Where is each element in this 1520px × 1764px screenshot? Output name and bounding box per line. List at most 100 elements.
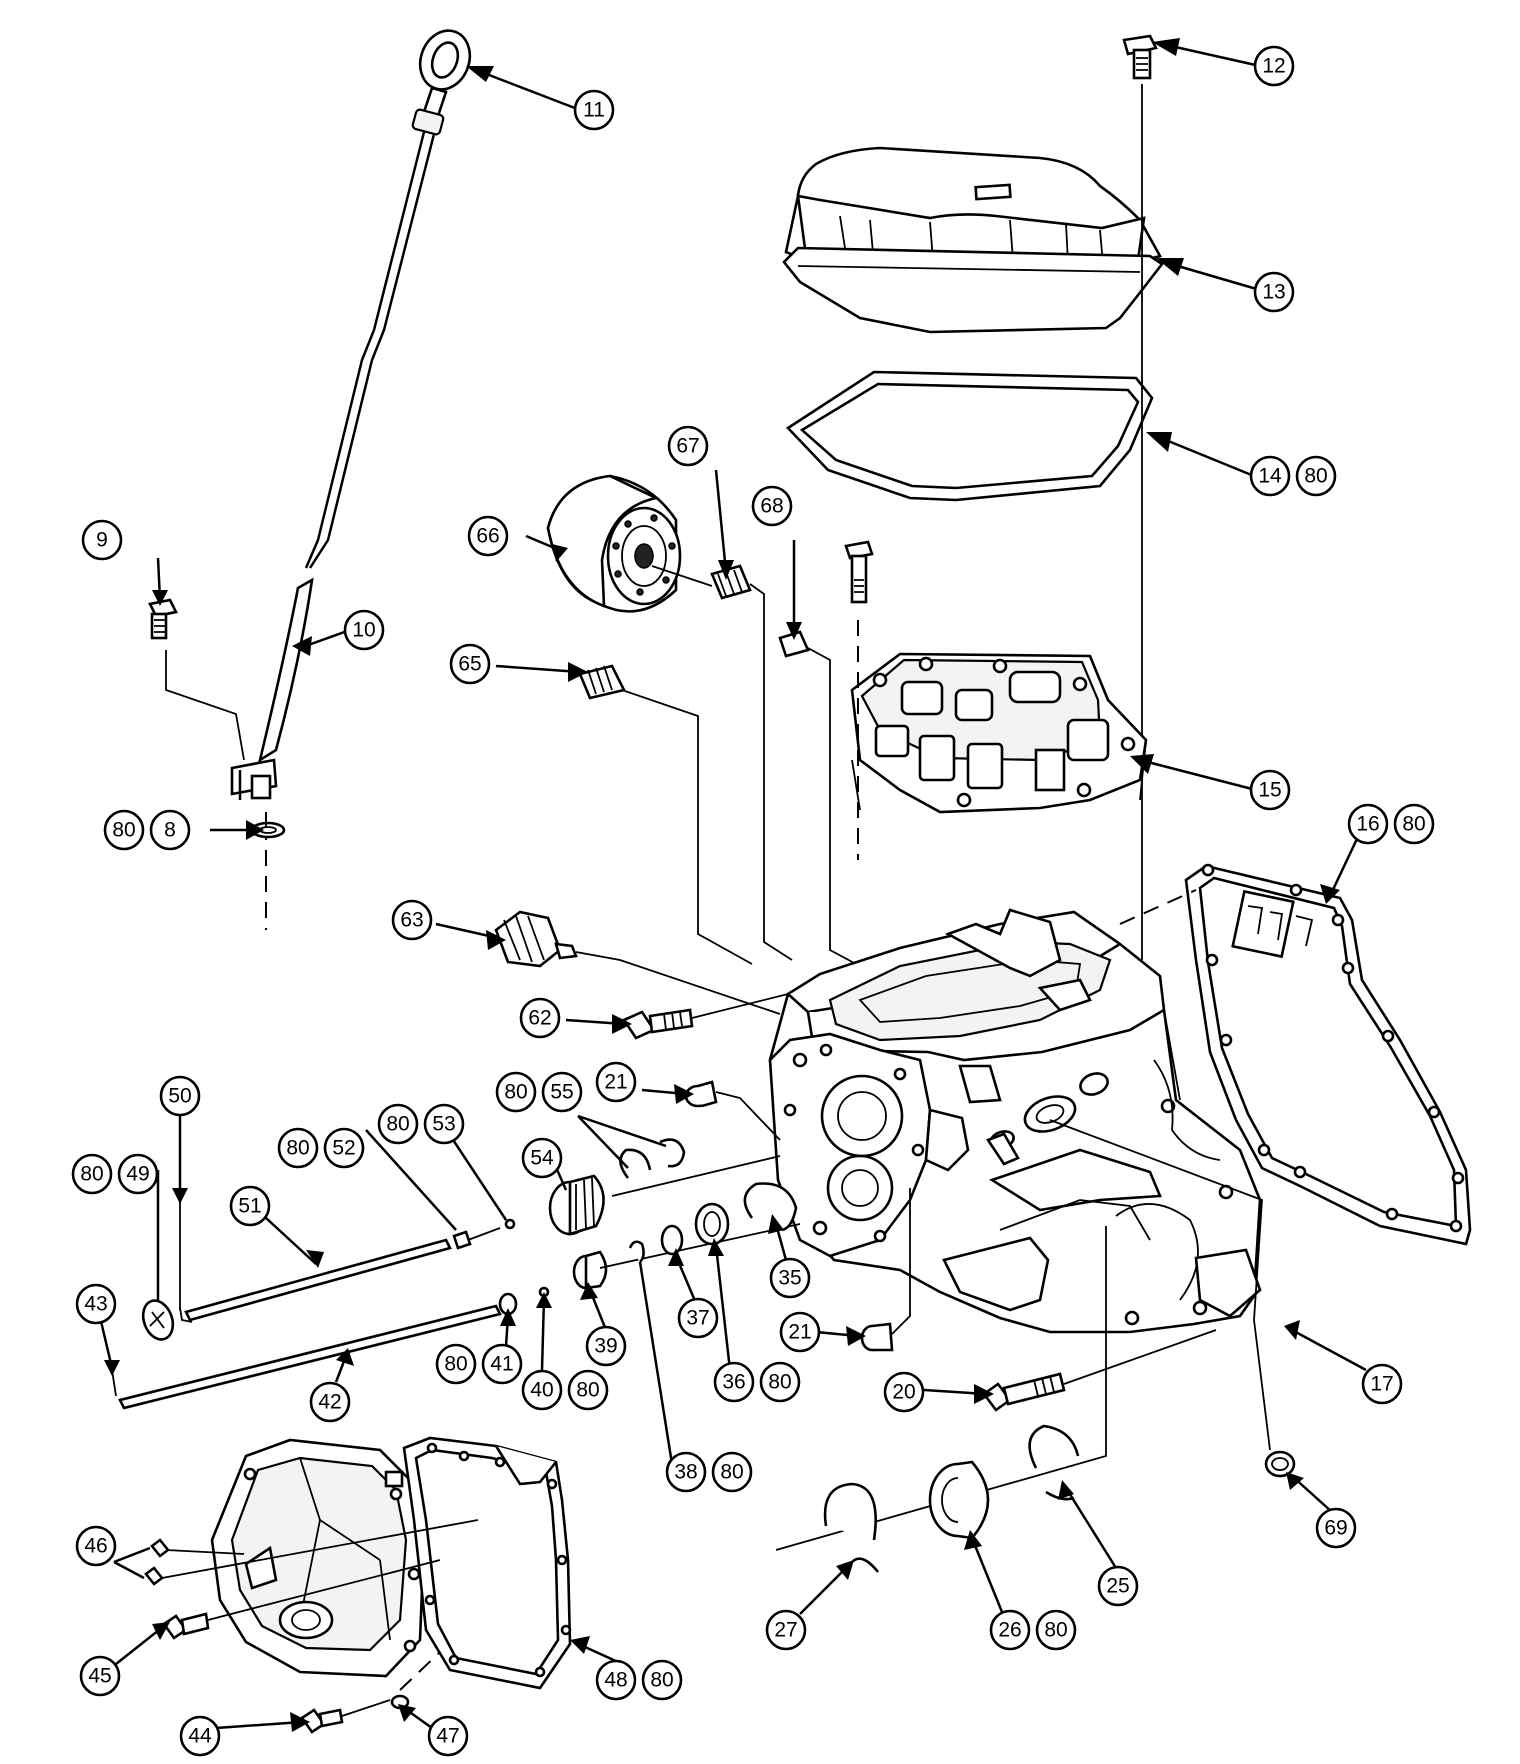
svg-text:43: 43 bbox=[84, 1293, 107, 1316]
callout-65: 65 bbox=[449, 643, 491, 685]
svg-text:80: 80 bbox=[386, 1113, 409, 1136]
callout-arrowheads bbox=[104, 38, 1340, 1732]
callout-37: 37 bbox=[677, 1297, 719, 1339]
svg-text:80: 80 bbox=[1402, 813, 1425, 836]
svg-text:44: 44 bbox=[188, 1725, 212, 1748]
svg-text:9: 9 bbox=[96, 529, 108, 552]
svg-text:62: 62 bbox=[528, 1007, 551, 1030]
callout-44: 44 bbox=[179, 1715, 221, 1757]
callout-68: 68 bbox=[751, 485, 793, 527]
plate-49 bbox=[141, 1299, 175, 1341]
callout-46: 46 bbox=[75, 1525, 117, 1567]
oil-pan bbox=[782, 146, 1164, 334]
callout-67: 67 bbox=[667, 425, 709, 467]
callout-26-80: 80 bbox=[1035, 1609, 1077, 1651]
svg-text:21: 21 bbox=[604, 1071, 627, 1094]
seal-52 bbox=[452, 1230, 472, 1250]
svg-text:50: 50 bbox=[168, 1085, 191, 1108]
callout-48: 48 bbox=[595, 1659, 637, 1701]
plug-21-bottom bbox=[860, 1188, 911, 1352]
callout-14-80: 80 bbox=[1295, 455, 1337, 497]
bolt-9 bbox=[148, 598, 245, 761]
callout-8-80: 80 bbox=[103, 809, 145, 851]
svg-text:39: 39 bbox=[594, 1335, 617, 1358]
callout-49: 49 bbox=[117, 1153, 159, 1195]
callout-16-80: 80 bbox=[1393, 803, 1435, 845]
svg-text:53: 53 bbox=[432, 1113, 455, 1136]
callout-42: 42 bbox=[309, 1381, 351, 1423]
callout-51: 51 bbox=[229, 1185, 271, 1227]
valve-body bbox=[844, 540, 1148, 860]
svg-text:69: 69 bbox=[1324, 1517, 1347, 1540]
side-cover bbox=[210, 1438, 426, 1678]
svg-text:80: 80 bbox=[1044, 1619, 1067, 1642]
svg-text:67: 67 bbox=[676, 435, 699, 458]
svg-text:48: 48 bbox=[604, 1669, 627, 1692]
svg-text:80: 80 bbox=[768, 1371, 791, 1394]
svg-text:41: 41 bbox=[490, 1353, 513, 1376]
dipstick bbox=[304, 29, 472, 569]
callout-36: 36 bbox=[713, 1361, 755, 1403]
svg-text:20: 20 bbox=[892, 1381, 915, 1404]
svg-text:80: 80 bbox=[650, 1669, 673, 1692]
callout-17: 17 bbox=[1361, 1363, 1403, 1405]
connector-63 bbox=[494, 910, 781, 1015]
svg-text:51: 51 bbox=[238, 1195, 261, 1218]
callout-27: 27 bbox=[765, 1609, 807, 1651]
callout-40: 40 bbox=[521, 1369, 563, 1411]
callout-8: 8 bbox=[149, 809, 191, 851]
callout-14: 14 bbox=[1249, 455, 1291, 497]
callout-25: 25 bbox=[1097, 1565, 1139, 1607]
bolt-12 bbox=[1122, 34, 1158, 960]
callout-16: 16 bbox=[1347, 803, 1389, 845]
svg-text:8: 8 bbox=[164, 819, 176, 842]
svg-text:38: 38 bbox=[674, 1461, 697, 1484]
callout-55-80: 80 bbox=[495, 1071, 537, 1113]
dipstick-tube bbox=[230, 577, 314, 800]
svg-text:55: 55 bbox=[550, 1081, 573, 1104]
ring-38 bbox=[628, 1240, 645, 1263]
ring-37 bbox=[660, 1224, 684, 1256]
svg-text:42: 42 bbox=[318, 1391, 341, 1414]
ring-35 bbox=[743, 1182, 798, 1232]
bolt-20 bbox=[982, 1329, 1217, 1412]
piston-54 bbox=[548, 1155, 781, 1236]
svg-text:13: 13 bbox=[1262, 281, 1285, 304]
callout-9: 9 bbox=[81, 519, 123, 561]
piston-39 bbox=[572, 1223, 801, 1290]
svg-text:16: 16 bbox=[1356, 813, 1379, 836]
svg-text:14: 14 bbox=[1258, 465, 1282, 488]
svg-text:52: 52 bbox=[332, 1137, 355, 1160]
callout-36-80: 80 bbox=[759, 1361, 801, 1403]
svg-text:35: 35 bbox=[778, 1267, 801, 1290]
callout-15: 15 bbox=[1249, 769, 1291, 811]
callout-11: 11 bbox=[573, 89, 615, 131]
callout-49-80: 80 bbox=[71, 1153, 113, 1195]
svg-text:80: 80 bbox=[444, 1353, 467, 1376]
svg-text:47: 47 bbox=[436, 1725, 459, 1748]
svg-text:80: 80 bbox=[112, 819, 135, 842]
seal-53 bbox=[504, 1218, 516, 1230]
callout-13: 13 bbox=[1253, 271, 1295, 313]
callout-38-80: 80 bbox=[711, 1451, 753, 1493]
svg-text:80: 80 bbox=[1304, 465, 1327, 488]
callout-48-80: 80 bbox=[641, 1659, 683, 1701]
svg-text:21: 21 bbox=[788, 1321, 811, 1344]
case-side-gasket bbox=[1119, 863, 1472, 1246]
svg-text:80: 80 bbox=[576, 1379, 599, 1402]
callout-20: 20 bbox=[883, 1371, 925, 1413]
svg-text:68: 68 bbox=[760, 495, 783, 518]
svg-text:40: 40 bbox=[530, 1379, 553, 1402]
callout-55: 55 bbox=[541, 1071, 583, 1113]
callout-53-80: 80 bbox=[377, 1103, 419, 1145]
oil-filter bbox=[546, 474, 713, 613]
callout-47: 47 bbox=[427, 1715, 469, 1757]
svg-text:46: 46 bbox=[84, 1535, 107, 1558]
callout-21-bottom: 21 bbox=[779, 1311, 821, 1353]
callout-50: 50 bbox=[159, 1075, 201, 1117]
svg-text:27: 27 bbox=[774, 1619, 797, 1642]
callout-69: 69 bbox=[1315, 1507, 1357, 1549]
callout-41: 41 bbox=[481, 1343, 523, 1385]
svg-text:45: 45 bbox=[88, 1665, 111, 1688]
svg-text:26: 26 bbox=[998, 1619, 1021, 1642]
